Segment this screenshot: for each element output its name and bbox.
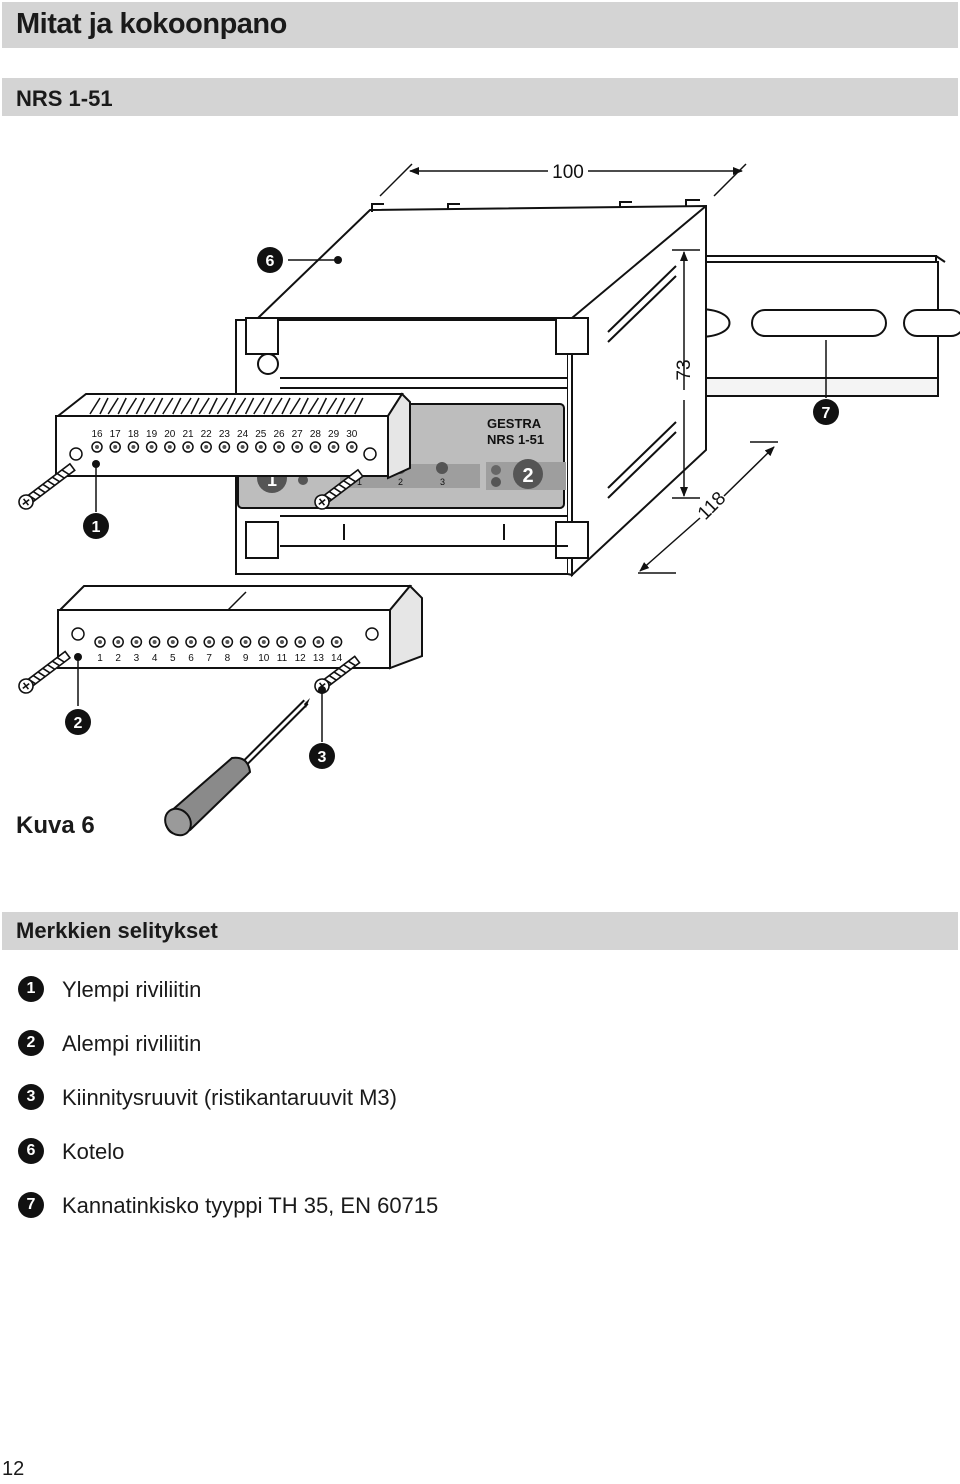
lower-terminal-label: 4: [152, 653, 158, 664]
callout-1-dot: [92, 460, 100, 468]
callout-3: 3: [309, 743, 335, 769]
dimension-width-label: 100: [552, 162, 584, 183]
lower-terminal-label: 6: [188, 653, 194, 664]
legend-bullet: 6: [18, 1138, 44, 1164]
upper-terminal-label: 17: [110, 429, 122, 440]
subtitle-band: NRS 1-51: [2, 78, 958, 116]
panel-badge-left: 1: [267, 470, 277, 490]
callout-3-label: 3: [318, 749, 327, 766]
lower-terminal-label: 1: [97, 653, 103, 664]
panel-badge-right: 2: [522, 465, 533, 487]
callout-7: 7: [813, 399, 839, 425]
lower-terminal-label: 12: [295, 653, 307, 664]
legend-text: Kotelo: [62, 1139, 125, 1164]
housing: [235, 199, 707, 578]
page-title: Mitat ja kokoonpano: [16, 8, 287, 40]
screws: [18, 462, 364, 694]
lower-terminal-label: 3: [134, 653, 140, 664]
upper-terminal-label: 18: [128, 429, 140, 440]
legend-text: Kiinnitysruuvit (ristikantaruuvit M3): [62, 1085, 397, 1110]
upper-terminal-label: 24: [237, 429, 249, 440]
legend-bullet: 1: [18, 976, 44, 1002]
panel-number-1: 1: [357, 477, 362, 487]
screw-upper-right: [314, 468, 364, 510]
callout-1-label: 1: [92, 519, 101, 536]
lower-terminal-label: 7: [206, 653, 212, 664]
upper-terminal-label: 22: [201, 429, 213, 440]
panel-number-3: 3: [440, 477, 445, 487]
legend-bullet: 3: [18, 1084, 44, 1110]
legend-bullet: 7: [18, 1192, 44, 1218]
legend-text: Alempi riviliitin: [62, 1031, 202, 1056]
upper-terminal-label: 30: [346, 429, 358, 440]
page-number: 12: [2, 1458, 25, 1480]
device-model: NRS 1-51: [487, 432, 544, 447]
callout-2-label: 2: [74, 715, 83, 732]
lower-terminal-label: 9: [243, 653, 249, 664]
lower-terminal-label: 13: [313, 653, 325, 664]
callout-3-dot: [318, 686, 326, 694]
legend-text: Kannatinkisko tyyppi TH 35, EN 60715: [62, 1193, 439, 1218]
figure-caption: Kuva 6: [16, 812, 95, 839]
upper-terminal-label: 29: [328, 429, 340, 440]
upper-terminal-label: 23: [219, 429, 231, 440]
lower-terminal-label: 8: [225, 653, 231, 664]
title-band: Mitat ja kokoonpano: [2, 2, 958, 48]
callout-6-dot: [334, 256, 342, 264]
legend-band: Merkkien selitykset: [2, 912, 958, 950]
callout-6-label: 6: [266, 253, 275, 270]
upper-terminal-label: 26: [273, 429, 285, 440]
upper-terminal-label: 27: [292, 429, 304, 440]
legend-title: Merkkien selitykset: [16, 918, 218, 943]
screwdriver: [164, 698, 310, 837]
upper-terminal-label: 28: [310, 429, 322, 440]
panel-number-2: 2: [398, 477, 403, 487]
callout-2-dot: [74, 653, 82, 661]
screw-upper-left: [18, 462, 76, 510]
lower-terminal-label: 5: [170, 653, 176, 664]
callout-7-label: 7: [822, 405, 831, 422]
callout-2: 2: [65, 709, 91, 735]
lower-terminal-label: 2: [115, 653, 121, 664]
callout-6: 6: [257, 247, 283, 273]
legend-text: Ylempi riviliitin: [62, 977, 202, 1002]
upper-terminal-label: 21: [182, 429, 194, 440]
device-brand: GESTRA: [487, 416, 542, 431]
upper-terminal-label: 19: [146, 429, 158, 440]
upper-terminal-block: 16 17 18 19 20 21 22 23 24 25 26 27 28 29 30: [55, 392, 411, 480]
lower-terminal-label: 11: [277, 653, 288, 664]
screw-lower-left: [18, 650, 72, 694]
lower-terminal-label: 14: [331, 653, 343, 664]
upper-terminal-label: 25: [255, 429, 267, 440]
upper-terminal-label: 20: [164, 429, 176, 440]
section-subtitle: NRS 1-51: [16, 86, 113, 111]
dimensions: [77, 163, 827, 742]
callout-1: 1: [83, 513, 109, 539]
legend-bullet: 2: [18, 1030, 44, 1056]
din-rail: [695, 255, 960, 397]
dimension-height-label: 73: [674, 359, 695, 380]
upper-terminal-label: 16: [91, 429, 103, 440]
lower-terminal-label: 10: [258, 653, 270, 664]
